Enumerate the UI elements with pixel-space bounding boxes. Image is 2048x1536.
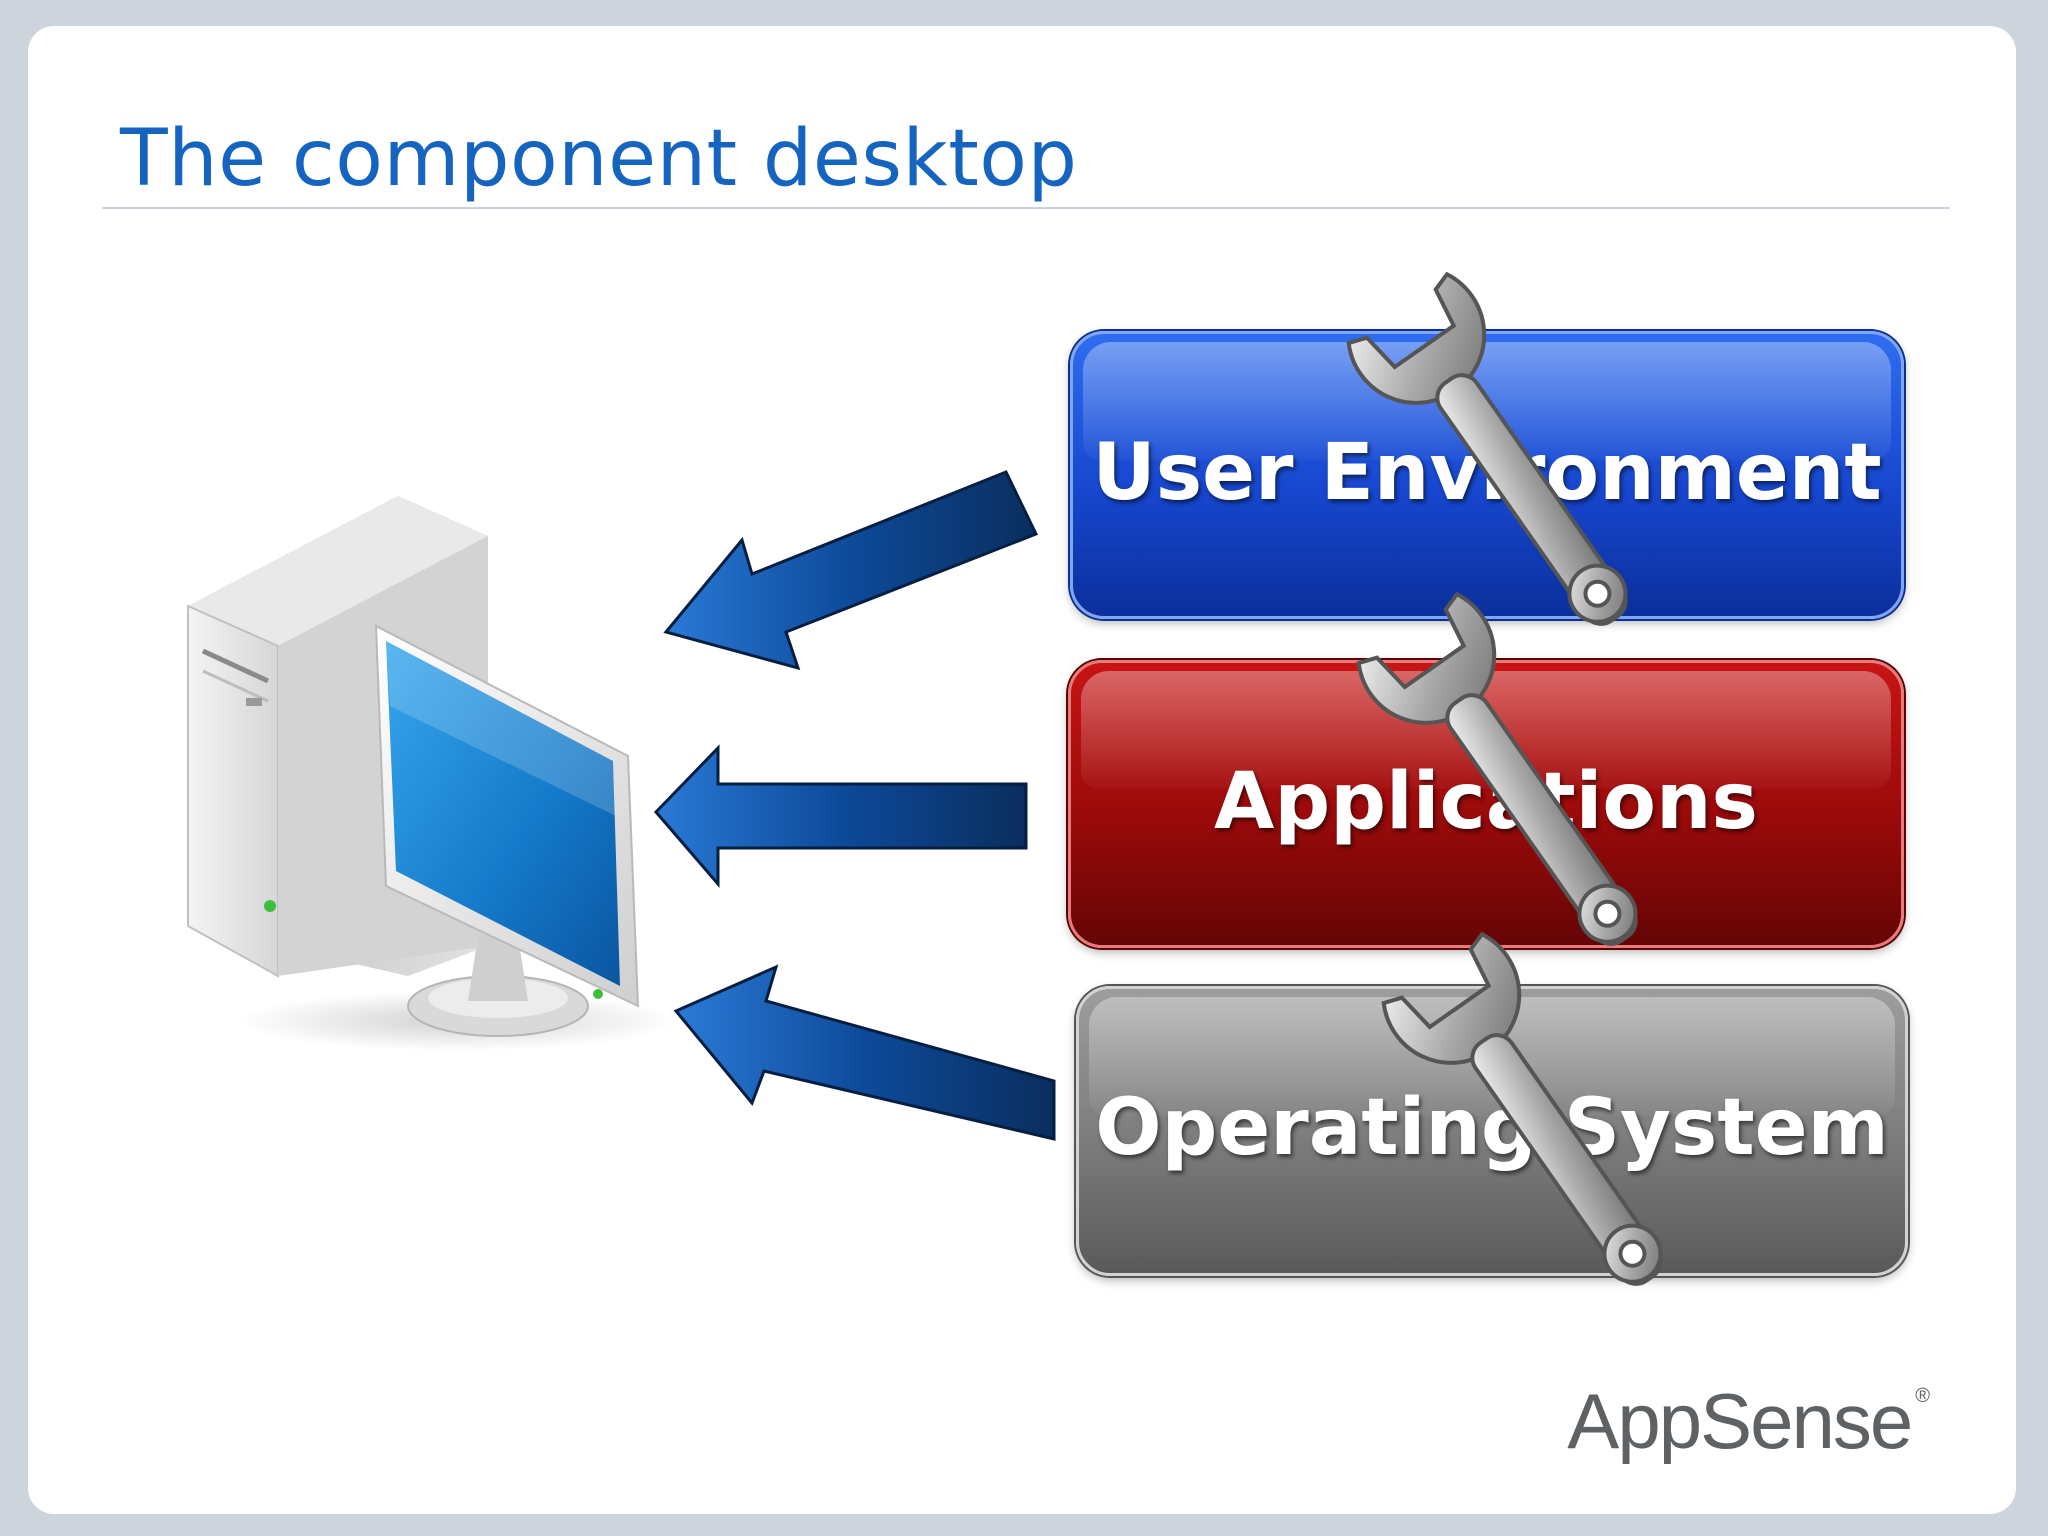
desktop-computer-icon [187,496,678,1051]
appsense-logo: AppSense® [1567,1382,1930,1460]
arrow-middle-icon [653,744,1028,889]
wrench-icon [1381,931,1663,1286]
registered-mark-icon: ® [1915,1385,1930,1407]
wrench-icon [1346,271,1628,626]
arrow-top-icon [663,470,1039,671]
title-divider [102,207,1950,209]
arrow-bottom-icon [673,964,1056,1141]
slide: The component desktop [28,26,2016,1514]
wrench-icon [1356,591,1638,946]
slide-title: The component desktop [120,114,1078,204]
layer-label-operating-system: Operating System [1095,1083,1889,1173]
logo-text: AppSense [1567,1377,1913,1465]
